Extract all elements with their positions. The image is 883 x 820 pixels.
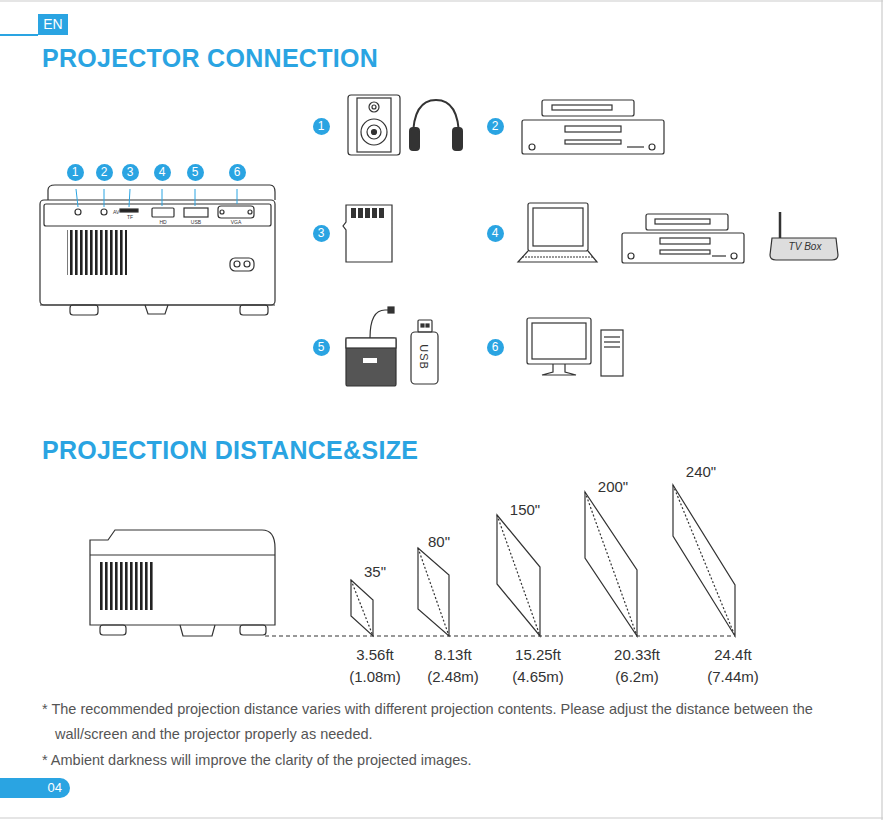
page-number-tab: 04 — [0, 778, 70, 798]
section-heading: PROJECTION DISTANCE&SIZE — [42, 436, 418, 465]
callout-number: 2 — [96, 164, 113, 181]
tab-text: EN — [43, 16, 62, 32]
device-label: USB — [418, 344, 430, 370]
dvd-player — [622, 214, 744, 263]
monitor — [527, 318, 591, 375]
callout-number: 6 — [487, 339, 504, 356]
hard-drive — [346, 307, 396, 386]
distance-ft: 20.33ft — [614, 646, 660, 663]
screen-size: 150" — [510, 501, 540, 518]
callout-number: 3 — [122, 164, 139, 181]
usb-stick — [411, 320, 438, 384]
port-label: HD — [159, 219, 166, 225]
projector-side — [90, 530, 275, 636]
language-tab: EN — [38, 14, 68, 35]
callout-number: 5 — [187, 164, 204, 181]
distance-m: (2.48m) — [427, 668, 479, 685]
distance-m: (4.65m) — [512, 668, 564, 685]
screen-size: 200" — [598, 478, 628, 495]
distance-m: (7.44m) — [707, 668, 759, 685]
tab-text: 04 — [48, 780, 70, 795]
speaker — [348, 95, 400, 155]
distance-m: (1.08m) — [349, 668, 401, 685]
callout-number: 4 — [487, 225, 504, 242]
tv-box — [770, 212, 838, 260]
pc-tower — [601, 330, 623, 376]
dvd-player — [522, 100, 664, 154]
footnote: * The recommended projection distance va… — [42, 697, 845, 747]
page-heading: PROJECTOR CONNECTION — [42, 44, 378, 73]
laptop — [518, 203, 597, 262]
screen-size: 240" — [686, 463, 716, 480]
distance-ft: 15.25ft — [515, 646, 561, 663]
callout-number: 1 — [67, 164, 84, 181]
sd-card — [343, 205, 392, 262]
callout-number: 6 — [229, 164, 246, 181]
callout-number: 2 — [487, 118, 504, 135]
callout-number: 5 — [313, 339, 330, 356]
callout-number: 1 — [313, 118, 330, 135]
distance-m: (6.2m) — [615, 668, 658, 685]
device-label: TV Box — [789, 241, 822, 252]
port-label: AV — [113, 209, 119, 215]
distance-ft: 3.56ft — [356, 646, 394, 663]
distance-ft: 24.4ft — [714, 646, 752, 663]
projection-screens — [265, 485, 735, 636]
distance-ft: 8.13ft — [434, 646, 472, 663]
screen-size: 35" — [364, 563, 386, 580]
headphones — [410, 100, 462, 150]
footnote: * Ambient darkness will improve the clar… — [42, 748, 845, 773]
callout-number: 4 — [154, 164, 171, 181]
port-label: VGA — [231, 219, 242, 225]
port-label: TF — [127, 214, 133, 220]
screen-size: 80" — [428, 533, 450, 550]
port-label: USB — [191, 219, 201, 225]
projector-front — [40, 185, 275, 315]
callout-number: 3 — [313, 225, 330, 242]
